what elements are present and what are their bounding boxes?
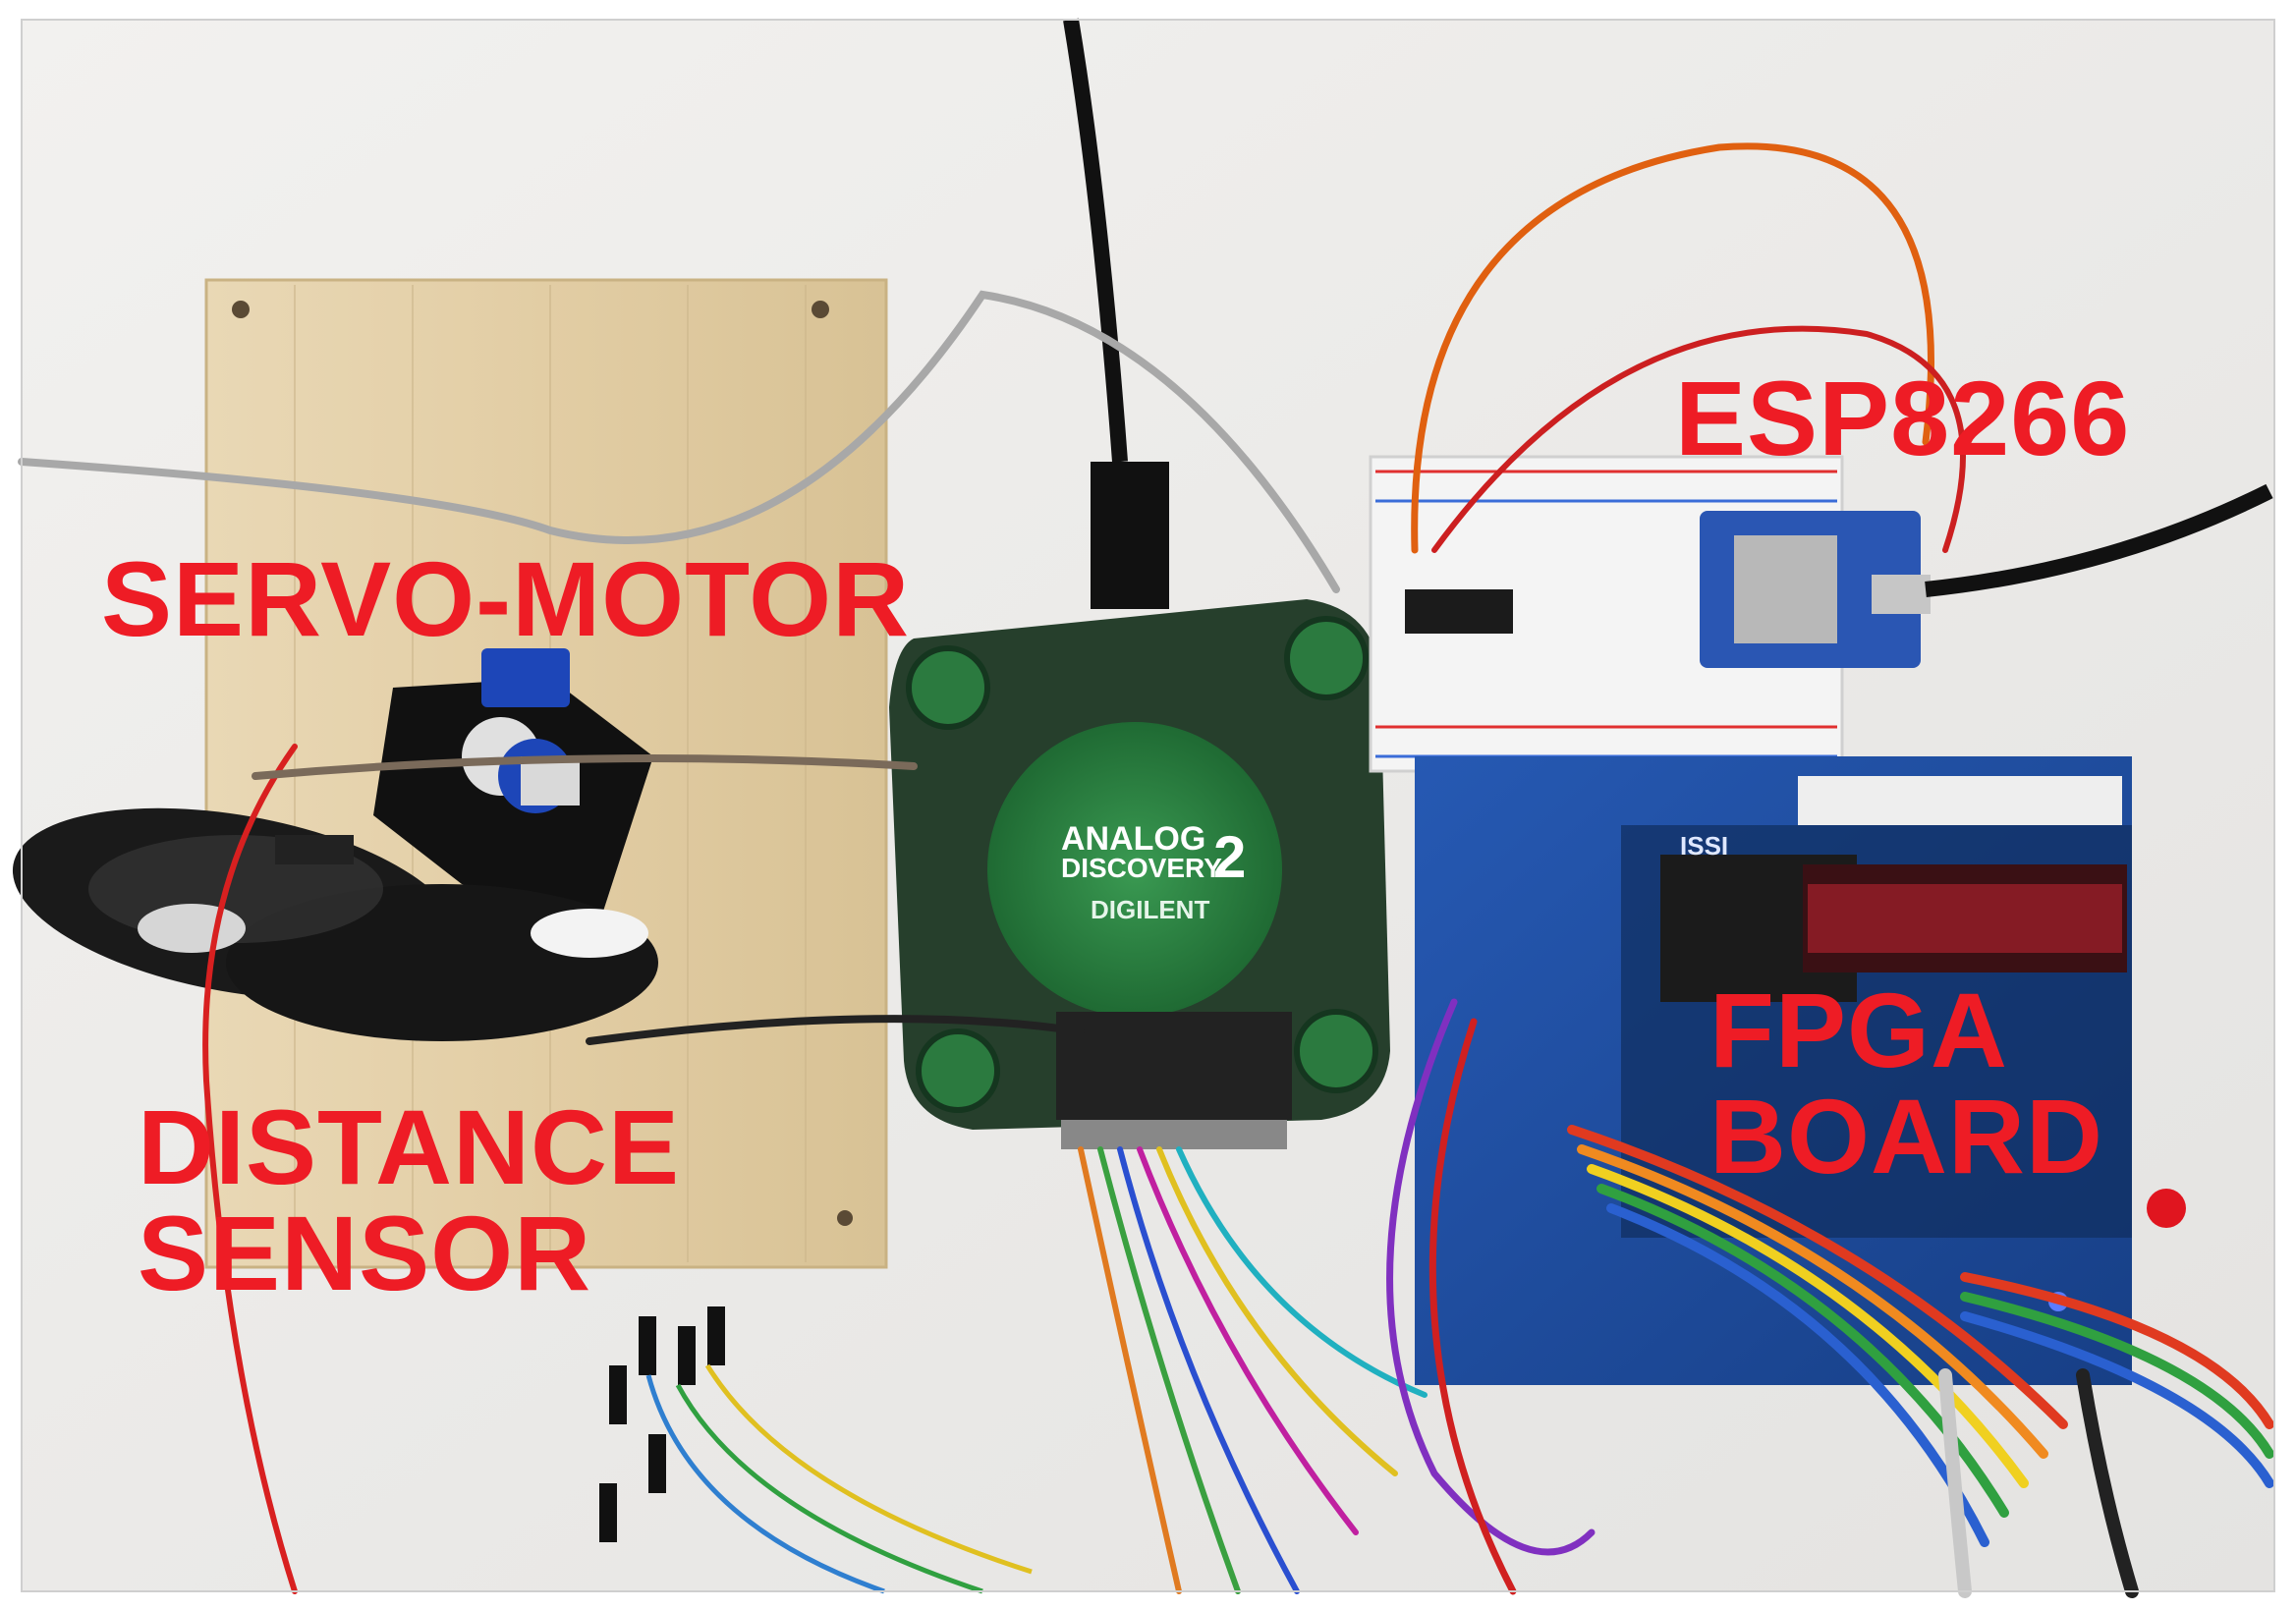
power-cable-right (1925, 483, 2273, 597)
jumper-wires (18, 142, 2274, 1598)
fpga-board: ISSI (1415, 756, 2186, 1385)
ad2-brand-text: ANALOG (1061, 820, 1205, 858)
label-servo-motor: SERVO-MOTOR (101, 539, 911, 658)
svg-text:2: 2 (1213, 824, 1246, 890)
svg-text:DISCOVERY: DISCOVERY (1061, 853, 1222, 883)
label-fpga-board: FPGA BOARD (1709, 977, 2103, 1190)
analog-discovery-2: ANALOG DISCOVERY 2 DIGILENT (889, 462, 1390, 1149)
label-distance-sensor: DISTANCE SENSOR (138, 1094, 680, 1306)
label-fpga-line1: FPGA (1709, 971, 2009, 1089)
label-fpga-line2: BOARD (1709, 1077, 2103, 1195)
esp8266-module (1700, 511, 1931, 668)
distance-sensor (12, 807, 658, 1041)
loose-jumper-headers (599, 1306, 1033, 1594)
label-esp8266: ESP8266 (1675, 359, 2131, 477)
usb-cable-top (1063, 18, 1128, 463)
svg-text:ISSI: ISSI (1680, 831, 1728, 861)
label-distance-line2: SENSOR (138, 1194, 592, 1312)
svg-text:DIGILENT: DIGILENT (1091, 895, 1209, 924)
label-distance-line1: DISTANCE (138, 1087, 681, 1206)
